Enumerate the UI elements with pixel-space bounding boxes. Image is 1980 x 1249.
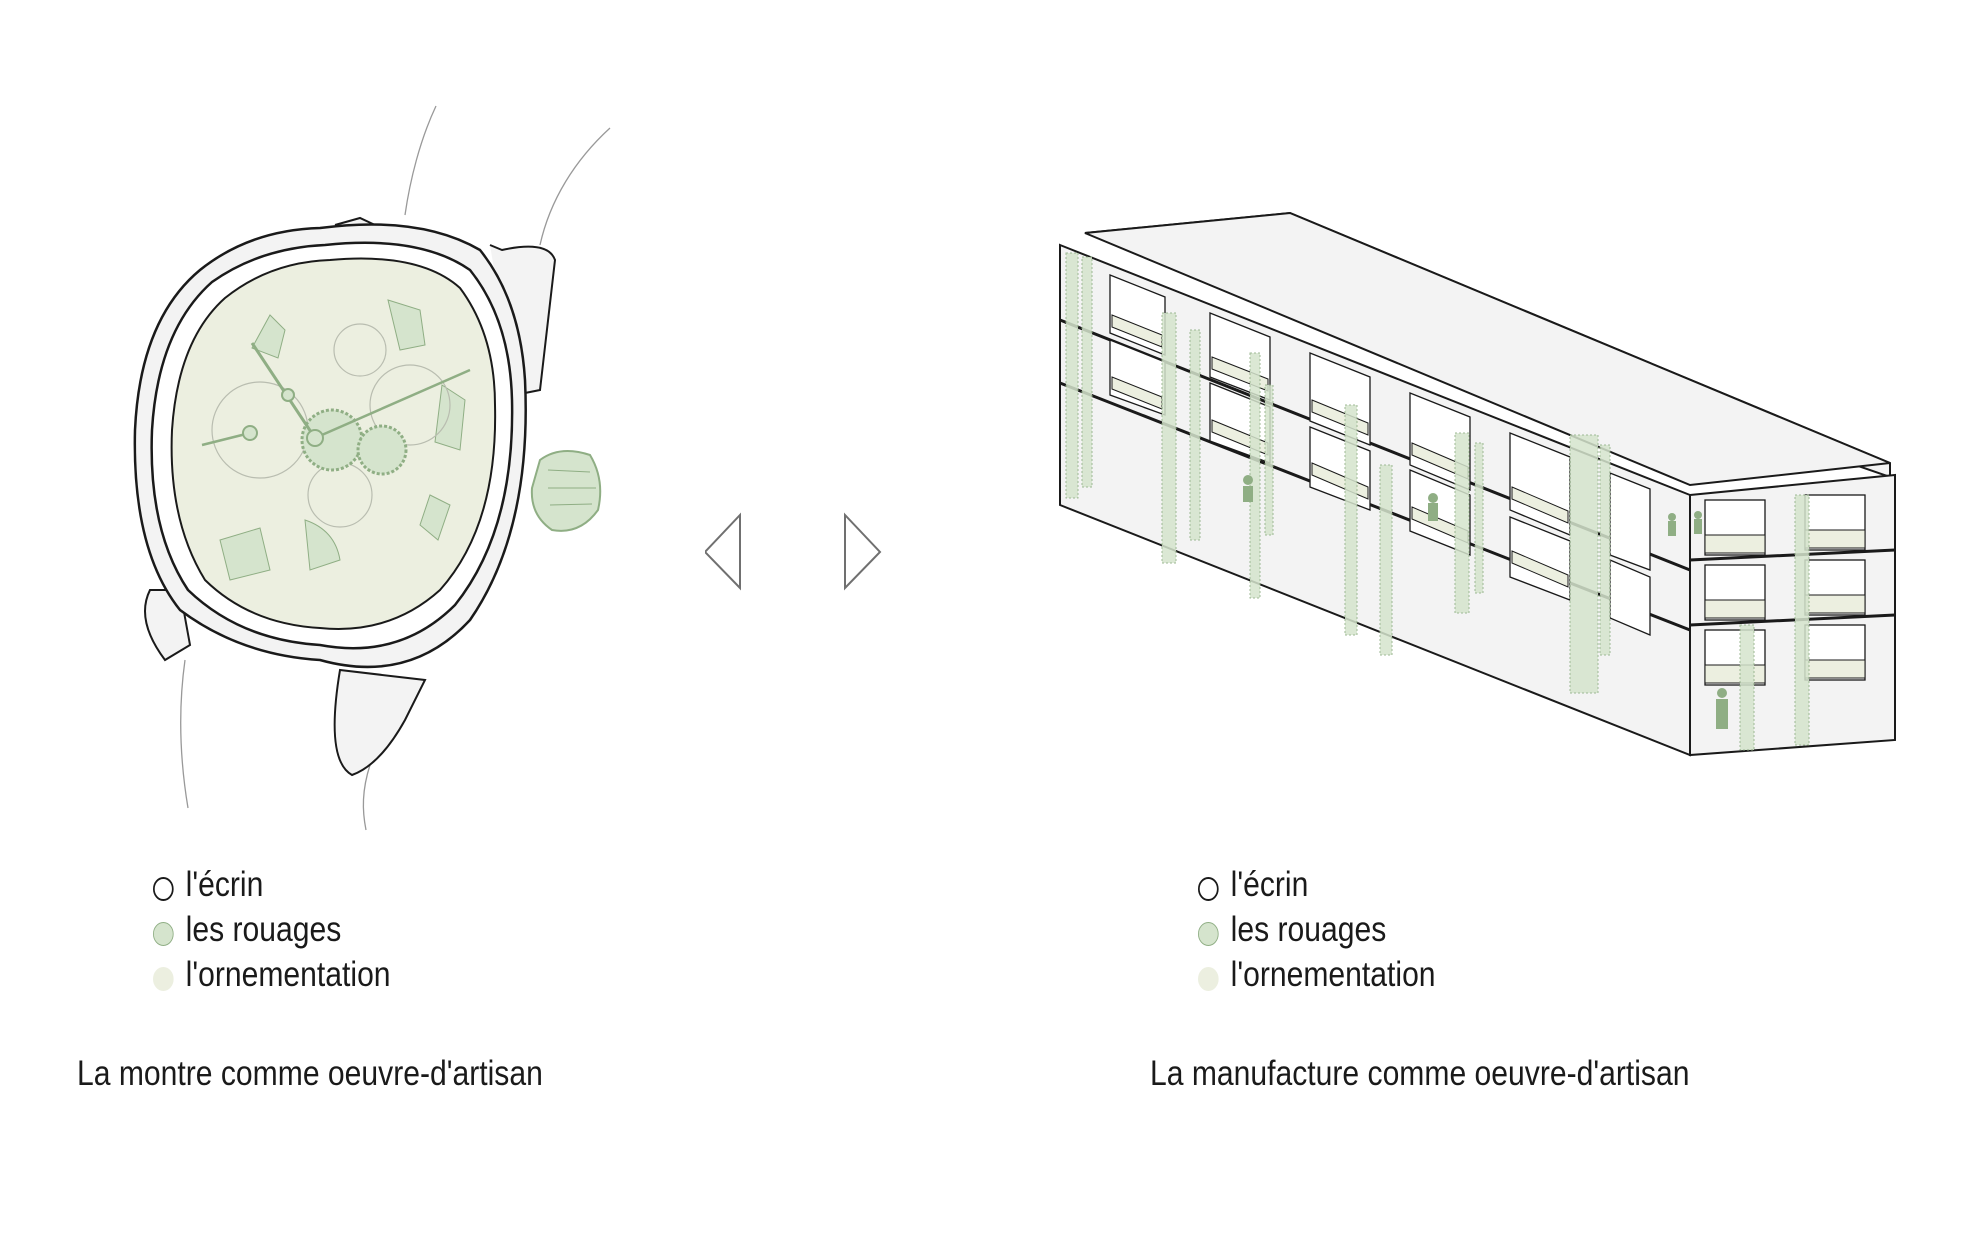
legend-item-ornementation: l'ornementation [153,952,391,997]
nav-arrows [703,500,895,600]
legend-item-rouages: les rouages [1198,907,1436,952]
ornementation-swatch-icon [153,966,174,991]
legend-label: les rouages [1230,910,1387,949]
legend-label: l'écrin [185,865,264,904]
ecrin-swatch-icon [153,876,174,901]
rouages-swatch-icon [1198,921,1219,946]
legend-item-rouages: les rouages [153,907,391,952]
legend-item-ecrin: l'écrin [153,862,391,907]
legend-left: l'écrin les rouages l'ornementation [153,862,391,997]
rouages-swatch-icon [153,921,174,946]
ornementation-swatch-icon [1198,966,1219,991]
legend-right: l'écrin les rouages l'ornementation [1198,862,1436,997]
triangle-right-icon[interactable] [844,512,882,591]
triangle-left-icon[interactable] [703,512,741,591]
legend-item-ecrin: l'écrin [1198,862,1436,907]
building-illustration [1059,211,1896,757]
caption-manufacture: La manufacture comme oeuvre-d'artisan [1150,1054,1690,1093]
watch-illustration [133,105,611,831]
legend-label: les rouages [185,910,342,949]
legend-item-ornementation: l'ornementation [1198,952,1436,997]
legend-label: l'écrin [1230,865,1309,904]
caption-watch: La montre comme oeuvre-d'artisan [77,1054,543,1093]
ecrin-swatch-icon [1198,876,1219,901]
legend-label: l'ornementation [185,955,391,994]
legend-label: l'ornementation [1230,955,1436,994]
